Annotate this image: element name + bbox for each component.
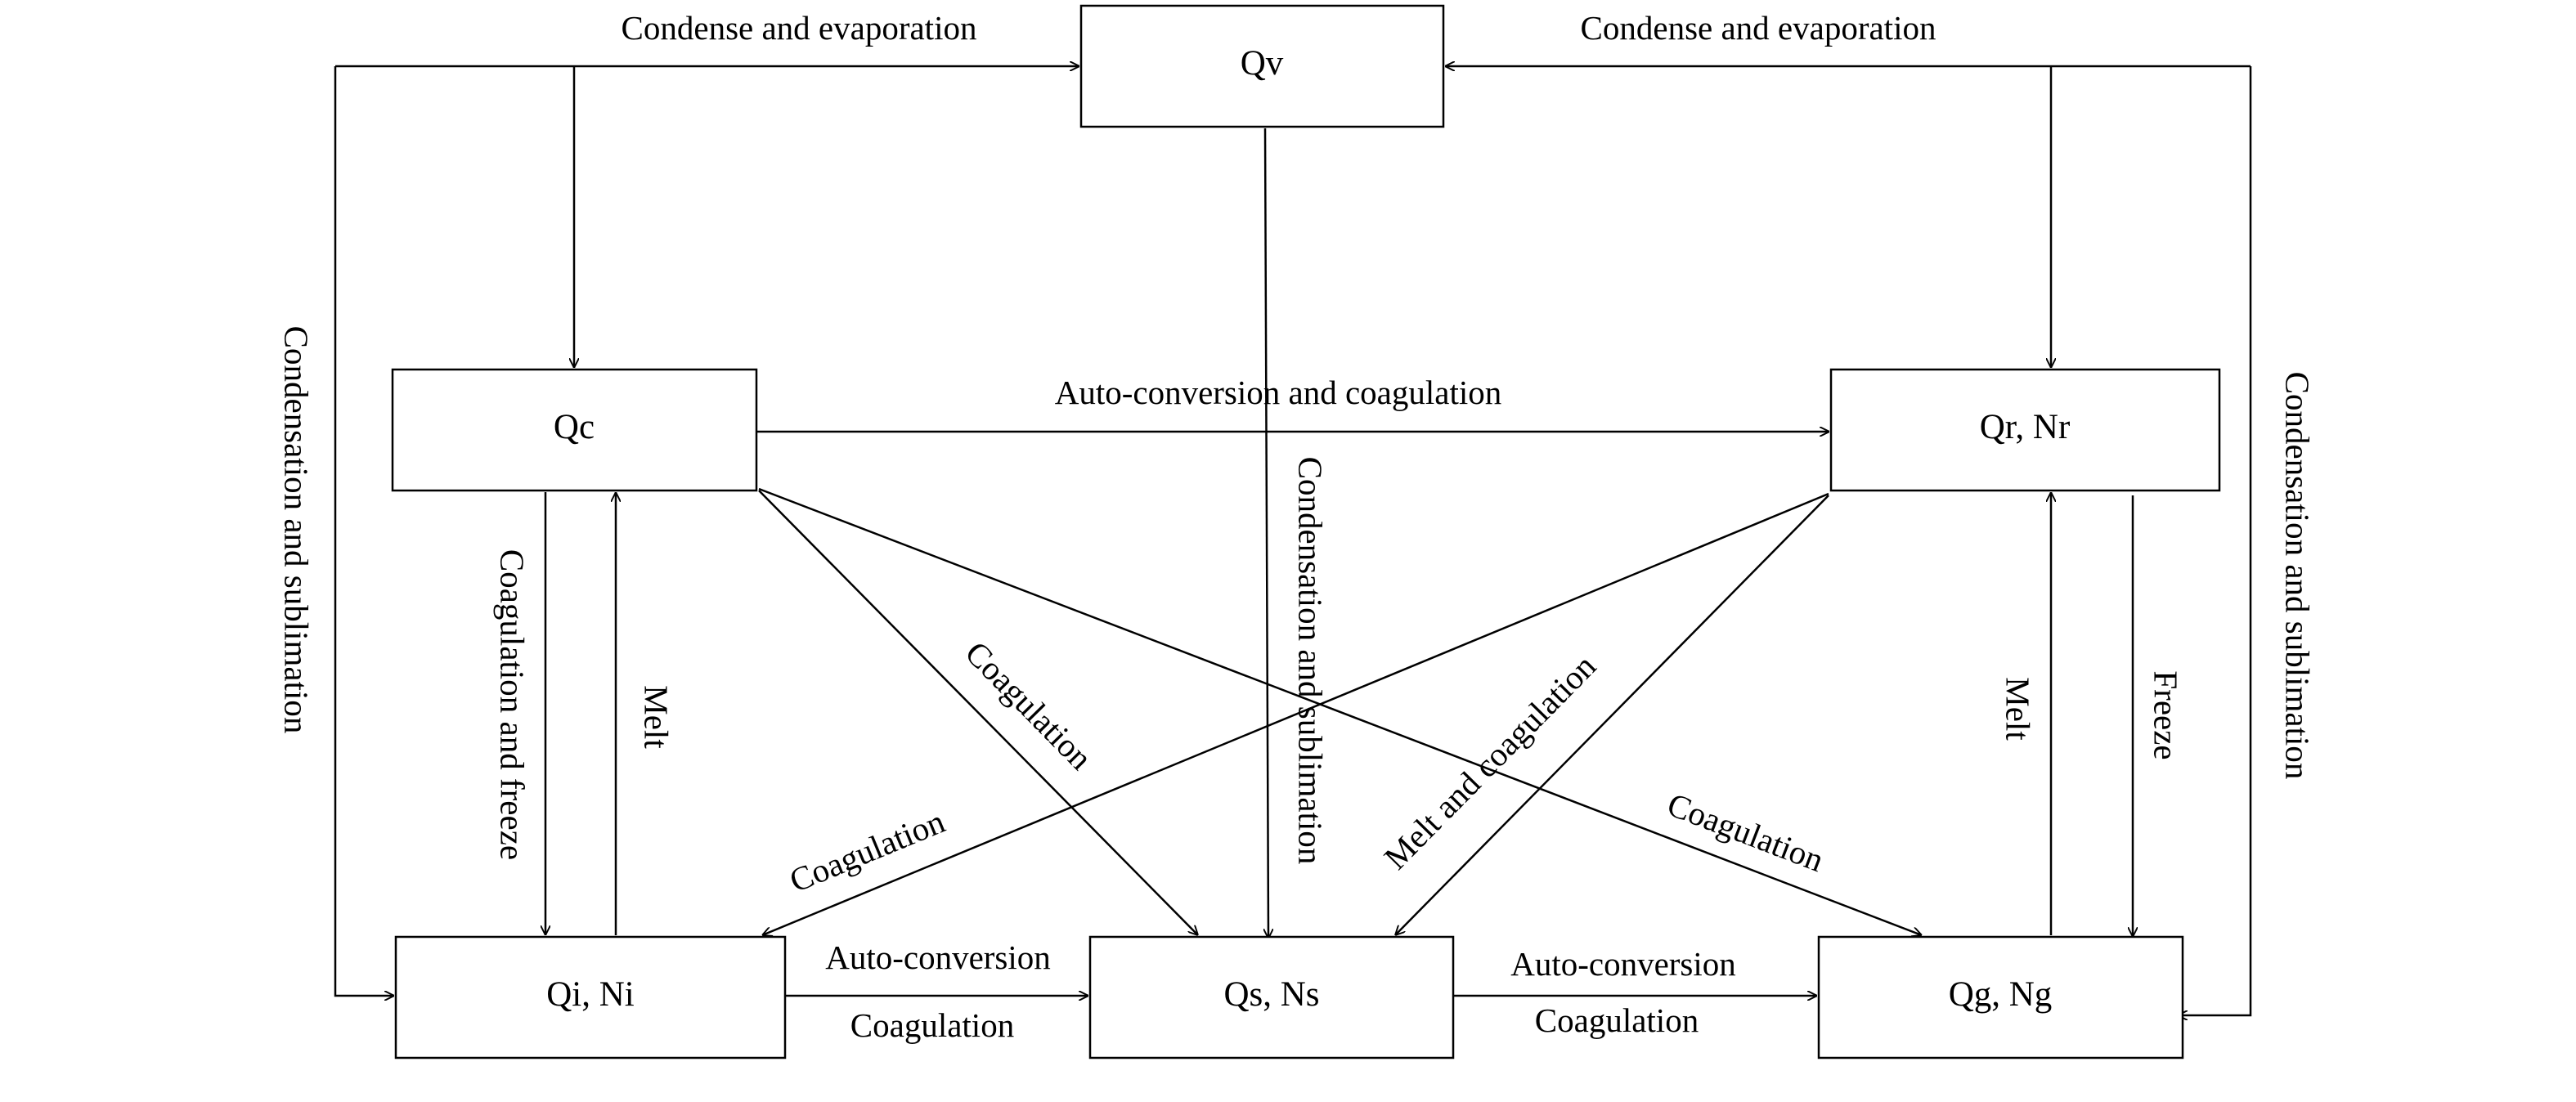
edge-qr-to-qs [1395, 495, 1829, 935]
label-condense-right: Condense and evaporation [1581, 9, 1936, 47]
label-cond-sub-right: Condensation and sublimation [2279, 372, 2317, 780]
label-melt-right: Melt [1999, 677, 2037, 741]
label-coag-qc-qg: Coagulation [1663, 785, 1829, 879]
edge-right-loop-to-qg [2178, 66, 2252, 1015]
label-cond-sub-center: Condensation and sublimation [1292, 457, 1330, 865]
label-coag-qs-qg: Coagulation [1535, 1001, 1699, 1039]
label-autoconv-qc-qr: Auto-conversion and coagulation [1055, 374, 1502, 411]
edge-left-loop-to-qi [334, 66, 394, 996]
node-qs: Qs, Ns [1088, 935, 1455, 1059]
node-qc: Qc [391, 368, 758, 492]
label-melt-coag: Melt and coagulation [1376, 647, 1603, 876]
label-freeze: Freeze [2147, 670, 2185, 759]
node-qs-label: Qs, Ns [1223, 975, 1319, 1014]
edge-qr-to-qi [762, 492, 1829, 935]
label-condense-left: Condense and evaporation [622, 9, 977, 47]
node-qc-label: Qc [554, 408, 595, 446]
edge-qc-to-qs [758, 490, 1198, 935]
label-cond-sub-left: Condensation and sublimation [278, 326, 316, 734]
label-melt-left: Melt [638, 685, 675, 749]
label-coag-freeze: Coagulation and freeze [494, 549, 532, 860]
label-autoconv-qs-qg: Auto-conversion [1510, 945, 1736, 983]
edge-qc-to-qg [758, 487, 1922, 935]
node-qv: Qv [1079, 4, 1445, 128]
node-qv-label: Qv [1241, 44, 1284, 83]
node-qg: Qg, Ng [1817, 935, 2184, 1059]
node-qi: Qi, Ni [394, 935, 787, 1059]
label-coag-qi-qs: Coagulation [850, 1006, 1014, 1044]
label-coag-qr-qi: Coagulation [784, 802, 950, 899]
edge-qv-to-qs [1265, 128, 1268, 938]
node-qg-label: Qg, Ng [1949, 975, 2053, 1014]
node-qi-label: Qi, Ni [546, 975, 635, 1014]
node-qr: Qr, Nr [1829, 368, 2221, 492]
label-autoconv-qi-qs: Auto-conversion [825, 938, 1051, 976]
label-coag-qc-qs: Coagulation [958, 634, 1100, 777]
node-qr-label: Qr, Nr [1980, 408, 2071, 446]
